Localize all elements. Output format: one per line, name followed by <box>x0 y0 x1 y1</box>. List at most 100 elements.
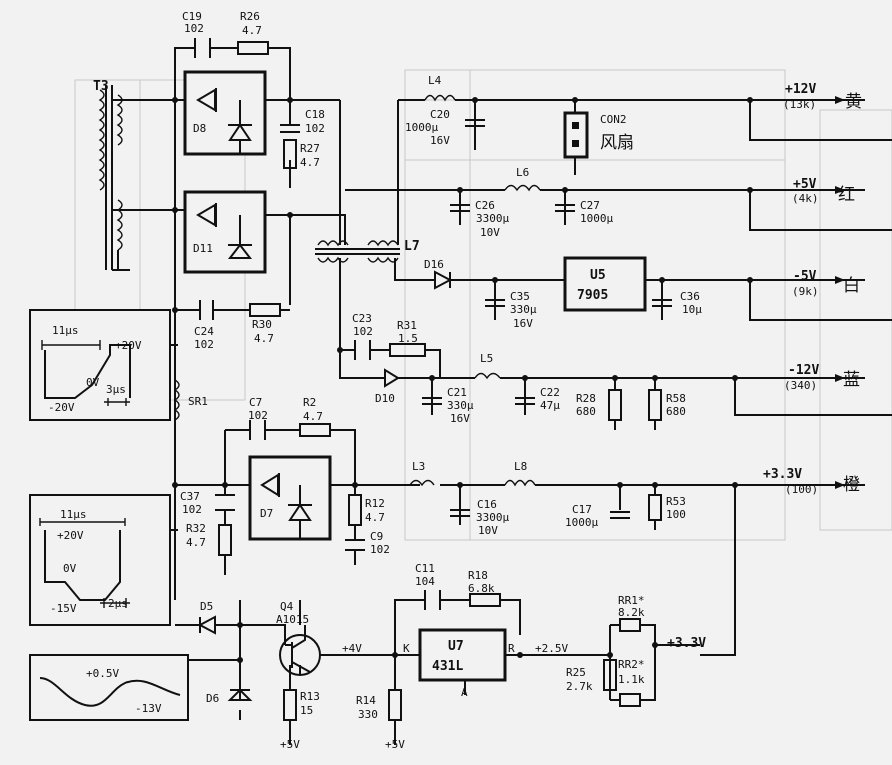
label-con2: CON2 <box>600 113 627 126</box>
label-w2b: 0V <box>63 562 77 575</box>
resistor-r31 <box>389 343 426 357</box>
waveform-panel-2 <box>29 494 171 626</box>
diode-d16 <box>434 270 453 290</box>
label-v12r: (13k) <box>783 98 816 111</box>
label-white: 白 <box>843 276 860 296</box>
label-c22v: 47μ <box>540 399 560 412</box>
diode-block-d11 <box>183 190 267 274</box>
capacitor-c24 <box>199 300 214 320</box>
waveform-panel-1 <box>29 309 171 421</box>
label-c16r: 10V <box>478 524 498 537</box>
junction-dots <box>172 97 753 663</box>
label-w3a: +0.5V <box>86 667 119 680</box>
diode-block-d8 <box>183 70 267 156</box>
label-c18v: 102 <box>305 122 325 135</box>
capacitor-c16 <box>450 509 470 517</box>
capacitor-c23 <box>354 340 371 360</box>
label-w2a: +20V <box>57 529 84 542</box>
resistor-r25 <box>603 659 617 691</box>
diode-block-d7 <box>248 455 332 541</box>
inductor-sr1 <box>173 379 180 421</box>
label-c11v: 104 <box>415 575 435 588</box>
label-v5b: +5V <box>385 738 405 751</box>
label-r32v: 4.7 <box>186 536 206 549</box>
label-u5: U5 <box>590 268 606 283</box>
label-c18: C18 <box>305 108 325 121</box>
label-c36v: 10μ <box>682 303 702 316</box>
label-r30v: 4.7 <box>254 332 274 345</box>
label-c23v: 102 <box>353 325 373 338</box>
label-red: 红 <box>838 185 855 205</box>
label-r25: R25 <box>566 666 586 679</box>
label-u7: U7 <box>448 639 464 654</box>
label-d16: D16 <box>424 258 444 271</box>
label-c26: C26 <box>475 199 495 212</box>
label-r58v: 680 <box>666 405 686 418</box>
resistor-r32 <box>218 524 232 556</box>
label-yellow: 黄 <box>845 92 862 112</box>
resistor-r30 <box>249 303 281 317</box>
label-d10: D10 <box>375 392 395 405</box>
label-v5r: (4k) <box>792 192 819 205</box>
label-c20r: 16V <box>430 134 450 147</box>
label-w1d: 3μs <box>106 383 126 396</box>
inductor-l3 <box>409 479 435 487</box>
label-vm5: -5V <box>793 269 817 284</box>
label-c26r: 10V <box>480 226 500 239</box>
label-sr1: SR1 <box>188 395 208 408</box>
resistor-rr2 <box>619 693 641 707</box>
label-pa: A <box>461 686 468 699</box>
label-w3b: -13V <box>135 702 162 715</box>
label-q4v: A1015 <box>276 613 309 626</box>
inductor-l6 <box>504 184 541 192</box>
capacitor-c21 <box>422 397 442 405</box>
label-r2v: 4.7 <box>303 410 323 423</box>
label-c27v: 1000μ <box>580 212 613 225</box>
label-w1a: +20V <box>115 339 142 352</box>
inductor-l5 <box>474 372 501 380</box>
label-c21r: 16V <box>450 412 470 425</box>
label-v12: +12V <box>785 82 816 97</box>
shunt-regulator-u7 <box>418 628 507 682</box>
label-r32: R32 <box>186 522 206 535</box>
label-r27v: 4.7 <box>300 156 320 169</box>
capacitor-c11 <box>424 590 441 610</box>
diode-d10 <box>384 368 400 388</box>
label-r18: R18 <box>468 569 488 582</box>
capacitor-c18 <box>280 124 300 133</box>
label-l4: L4 <box>428 74 442 87</box>
label-r31: R31 <box>397 319 417 332</box>
capacitor-c26 <box>450 204 470 212</box>
component-labels: T3C19102R264.7D8C18102R274.7D11C24102R30… <box>48 10 862 751</box>
label-v33: +3.3V <box>763 467 802 482</box>
label-pr: R <box>508 642 515 655</box>
label-r53v: 100 <box>666 508 686 521</box>
label-c24: C24 <box>194 325 214 338</box>
resistor-r28 <box>608 389 622 421</box>
label-c19v: 102 <box>184 22 204 35</box>
label-c37v: 102 <box>182 503 202 516</box>
label-v4: +4V <box>342 642 362 655</box>
label-c7: C7 <box>249 396 262 409</box>
label-c17: C17 <box>572 503 592 516</box>
diode-d6 <box>227 688 253 701</box>
label-d5: D5 <box>200 600 213 613</box>
label-v5: +5V <box>793 177 817 192</box>
label-vm12r: (340) <box>784 379 817 392</box>
label-w1b: 0V <box>86 376 100 389</box>
label-u5v: 7905 <box>577 288 608 303</box>
label-c36: C36 <box>680 290 700 303</box>
label-rr2v: 1.1k <box>618 673 645 686</box>
label-v33b: +3.3V <box>667 636 706 651</box>
label-vm5r: (9k) <box>792 285 819 298</box>
regulator-u5 <box>563 256 647 312</box>
label-l7: L7 <box>404 239 420 254</box>
capacitor-c27 <box>555 204 575 212</box>
label-c16v: 3300μ <box>476 511 509 524</box>
transistor-q4 <box>279 625 321 676</box>
label-c26v: 3300μ <box>476 212 509 225</box>
resistor-r13 <box>283 689 297 721</box>
label-d7: D7 <box>260 507 273 520</box>
